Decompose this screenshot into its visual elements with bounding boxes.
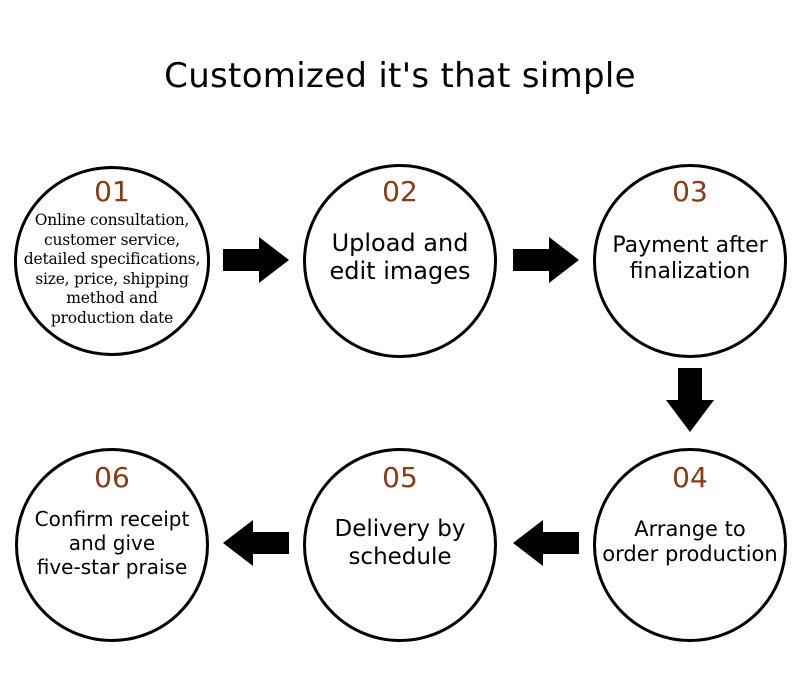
down-arrow-icon (666, 368, 714, 432)
step-06-label-line: five-star praise (36, 555, 188, 579)
step-03-number: 03 (672, 175, 708, 208)
step-05-number: 05 (382, 461, 418, 494)
step-03-label-line: Payment after (612, 233, 768, 258)
step-03-label: Payment after finalization (602, 233, 778, 285)
step-01-label-line: Online consultation, (34, 211, 190, 229)
step-06-label: Confirm receipt and give five-star prais… (24, 507, 200, 579)
step-02-label-line: edit images (329, 257, 471, 285)
step-02-circle: 02 Upload and edit images (303, 164, 497, 358)
step-01-label: Online consultation, customer service, d… (17, 211, 207, 328)
step-02-label-line: Upload and (331, 229, 469, 257)
left-arrow-icon (513, 520, 579, 566)
left-arrow-icon (223, 520, 289, 566)
step-03-label-line: finalization (629, 259, 751, 284)
step-04-circle: 04 Arrange to order production (593, 448, 787, 642)
step-01-label-line: production date (50, 308, 174, 327)
step-06-circle: 06 Confirm receipt and give five-star pr… (15, 448, 209, 642)
step-01-label-line: method and (66, 289, 158, 307)
step-01-label-line: customer service, (43, 230, 181, 249)
step-01-label-line: detailed specifications, (23, 250, 201, 268)
step-02-number: 02 (382, 175, 418, 208)
step-04-label: Arrange to order production (596, 517, 784, 567)
right-arrow-icon (223, 237, 289, 283)
step-06-number: 06 (94, 461, 130, 494)
step-04-label-line: Arrange to (634, 517, 746, 541)
step-05-label-line: schedule (348, 544, 452, 570)
step-06-label-line: Confirm receipt (34, 507, 190, 531)
step-06-label-line: and give (68, 531, 156, 555)
step-01-number: 01 (94, 175, 130, 208)
step-02-label: Upload and edit images (312, 229, 488, 285)
step-05-label-line: Delivery by (334, 516, 466, 542)
step-04-label-line: order production (602, 542, 778, 566)
step-01-label-line: size, price, shipping (35, 269, 189, 288)
step-05-circle: 05 Delivery by schedule (303, 448, 497, 642)
page-title: Customized it's that simple (164, 56, 636, 96)
right-arrow-icon (513, 237, 579, 283)
step-05-label: Delivery by schedule (312, 515, 488, 571)
step-04-number: 04 (672, 461, 708, 494)
step-03-circle: 03 Payment after finalization (593, 164, 787, 358)
step-01-circle: 01 Online consultation, customer service… (14, 166, 210, 356)
